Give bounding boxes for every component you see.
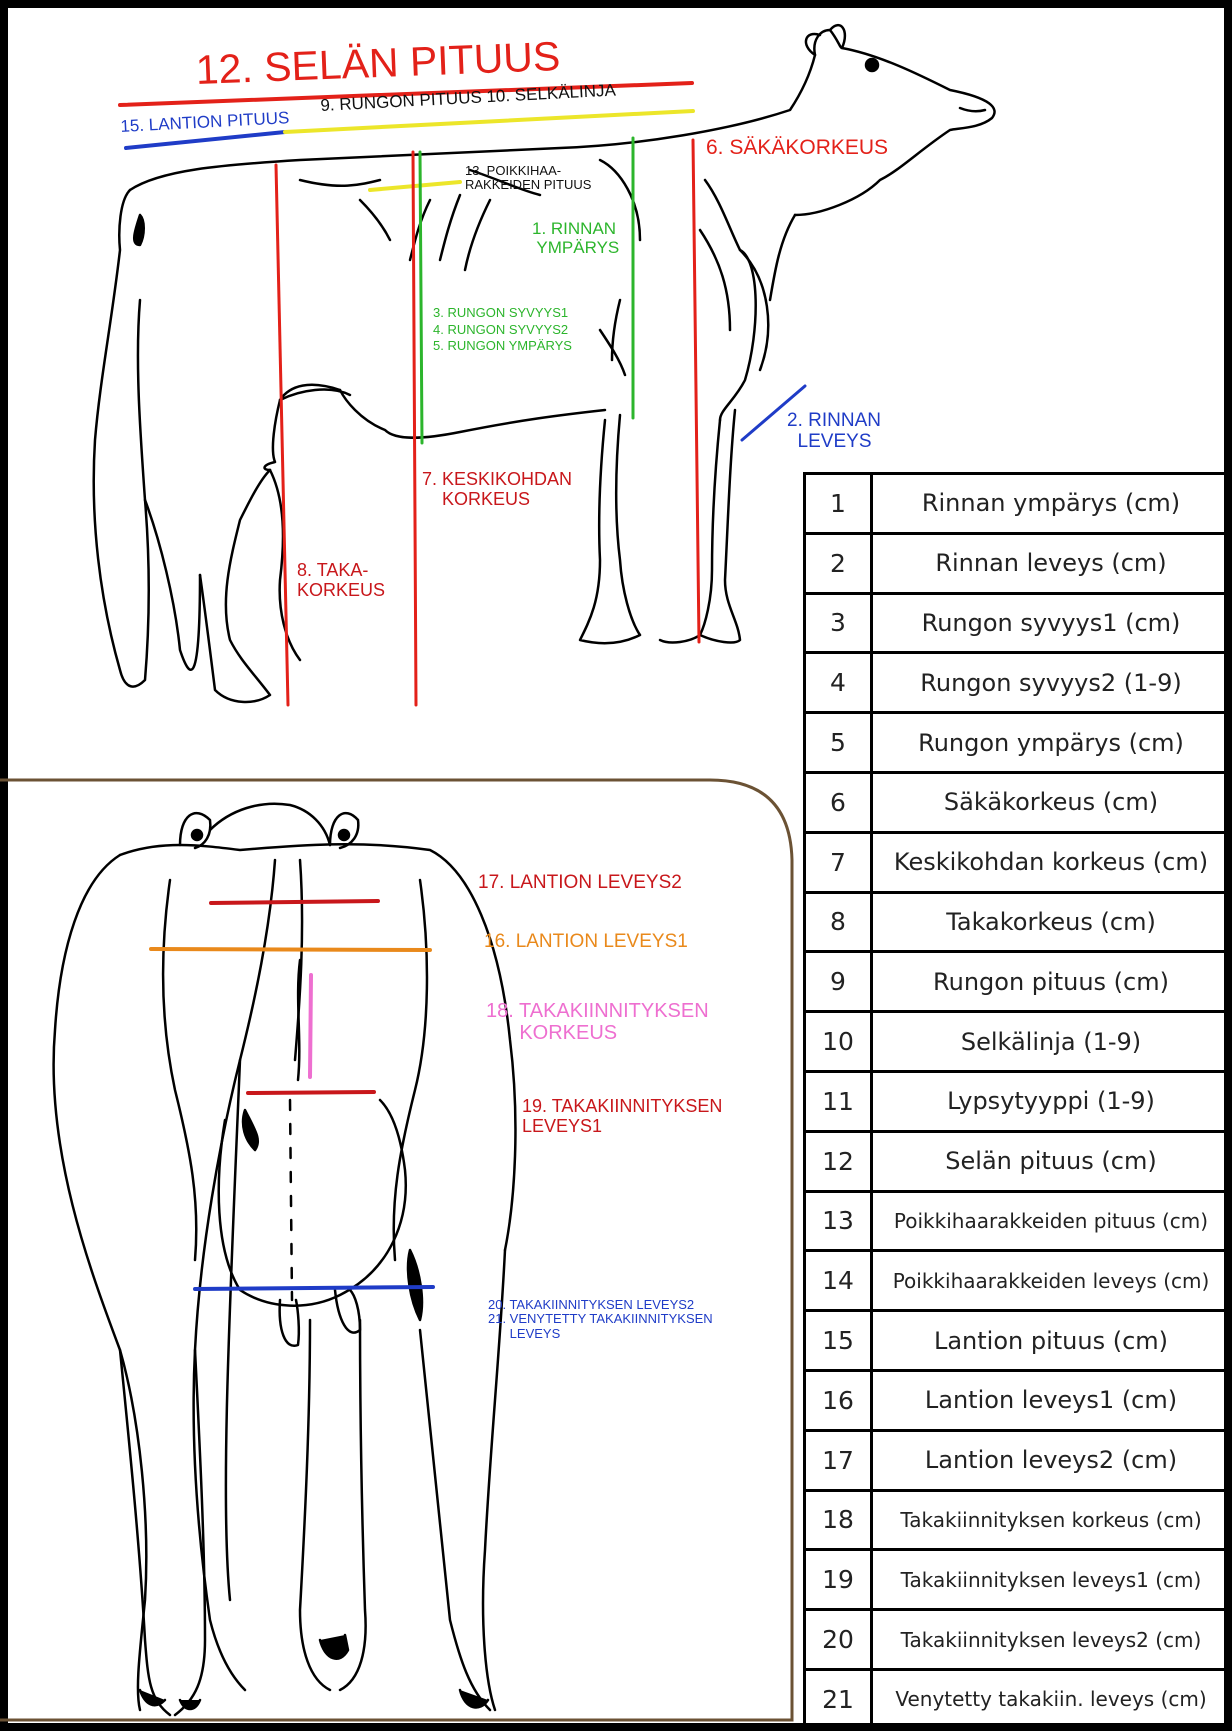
- line-3-syvyys: [420, 152, 422, 443]
- measurement-name: Poikkihaarakkeiden pituus (cm): [872, 1191, 1231, 1251]
- label-3-5-rungon-syvyys: 3. RUNGON SYVYYS1 4. RUNGON SYVYYS2 5. R…: [433, 305, 572, 355]
- side-measure-lines: [120, 83, 805, 705]
- label-13-poikkihaarakkeiden-pituus: 13. POIKKIHAA- RAKKEIDEN PITUUS: [465, 164, 591, 193]
- label-16-lantion-leveys1: 16. LANTION LEVEYS1: [484, 932, 688, 953]
- measurement-name: Rungon syvyys1 (cm): [872, 593, 1231, 653]
- measurement-name: Takakiinnityksen leveys1 (cm): [872, 1550, 1231, 1610]
- label-7-keskikohdan-korkeus: 7. KESKIKOHDAN KORKEUS: [422, 470, 572, 510]
- measurement-number: 5: [805, 713, 872, 773]
- measurement-name: Venytetty takakiin. leveys (cm): [872, 1669, 1231, 1729]
- label-6-sakakorkeus: 6. SÄKÄKORKEUS: [706, 136, 888, 159]
- measurement-name: Lypsytyyppi (1-9): [872, 1071, 1231, 1131]
- line-19-takakiinnityksen-leveys1: [248, 1092, 374, 1093]
- measurement-number: 21: [805, 1669, 872, 1729]
- measurement-number: 3: [805, 593, 872, 653]
- measurement-name: Lantion leveys2 (cm): [872, 1430, 1231, 1490]
- label-1-rinnan-ymparys: 1. RINNAN YMPÄRYS: [532, 220, 619, 257]
- measurement-number: 8: [805, 892, 872, 952]
- measurement-number: 2: [805, 533, 872, 593]
- measurement-name: Selkälinja (1-9): [872, 1012, 1231, 1072]
- measurement-name: Säkäkorkeus (cm): [872, 772, 1231, 832]
- measurement-name: Rinnan leveys (cm): [872, 533, 1231, 593]
- measurement-name: Rungon ympärys (cm): [872, 713, 1231, 773]
- measurement-name: Rungon pituus (cm): [872, 952, 1231, 1012]
- measurement-number: 7: [805, 832, 872, 892]
- line-8-takakorkeus: [276, 165, 288, 705]
- measurement-number: 9: [805, 952, 872, 1012]
- line-13-poikkihaarakkeet: [370, 182, 460, 190]
- measurement-number: 10: [805, 1012, 872, 1072]
- line-16-lantion-leveys1: [151, 949, 430, 950]
- label-20-21-takakiinnityksen-leveys: 20. TAKAKIINNITYKSEN LEVEYS2 21. VENYTET…: [488, 1298, 713, 1341]
- measurement-number: 11: [805, 1071, 872, 1131]
- label-8-takakorkeus: 8. TAKA- KORKEUS: [297, 561, 385, 601]
- label-19-takakiinnityksen-leveys1: 19. TAKAKIINNITYKSEN LEVEYS1: [522, 1097, 722, 1137]
- measurement-name: Rungon syvyys2 (1-9): [872, 653, 1231, 713]
- measurement-number: 19: [805, 1550, 872, 1610]
- measurement-name: Takakiinnityksen leveys2 (cm): [872, 1610, 1231, 1670]
- label-18-takakiinnityksen-korkeus: 18. TAKAKIINNITYKSEN KORKEUS: [486, 1000, 709, 1044]
- measurement-number: 12: [805, 1131, 872, 1191]
- measurement-name: Lantion leveys1 (cm): [872, 1370, 1231, 1430]
- cow-rear-icon: [54, 804, 516, 1715]
- line-17-lantion-leveys2: [211, 901, 378, 903]
- measurement-number: 20: [805, 1610, 872, 1670]
- measurement-number: 15: [805, 1311, 872, 1371]
- measurement-number: 13: [805, 1191, 872, 1251]
- measurement-number: 18: [805, 1490, 872, 1550]
- measurement-name: Lantion pituus (cm): [872, 1311, 1231, 1371]
- measurement-number: 14: [805, 1251, 872, 1311]
- measurement-number: 17: [805, 1430, 872, 1490]
- label-17-lantion-leveys2: 17. LANTION LEVEYS2: [478, 873, 682, 894]
- measurement-number: 16: [805, 1370, 872, 1430]
- measurement-name: Keskikohdan korkeus (cm): [872, 832, 1231, 892]
- line-18-takakiinnityksen-korkeus: [310, 975, 311, 1077]
- measurement-name: Selän pituus (cm): [872, 1131, 1231, 1191]
- rear-view-panel: [0, 780, 792, 1720]
- line-6-sakakorkeus: [693, 140, 699, 642]
- measurement-name: Takakorkeus (cm): [872, 892, 1231, 952]
- label-2-rinnan-leveys: 2. RINNAN LEVEYS: [787, 411, 881, 453]
- measurement-name: Poikkihaarakkeiden leveys (cm): [872, 1251, 1231, 1311]
- measurement-number: 6: [805, 772, 872, 832]
- measurement-number: 4: [805, 653, 872, 713]
- measurement-number: 1: [805, 474, 872, 534]
- measurement-name: Rinnan ympärys (cm): [872, 474, 1231, 534]
- measurement-name: Takakiinnityksen korkeus (cm): [872, 1490, 1231, 1550]
- line-20-takakiinnityksen-leveys2: [195, 1287, 433, 1289]
